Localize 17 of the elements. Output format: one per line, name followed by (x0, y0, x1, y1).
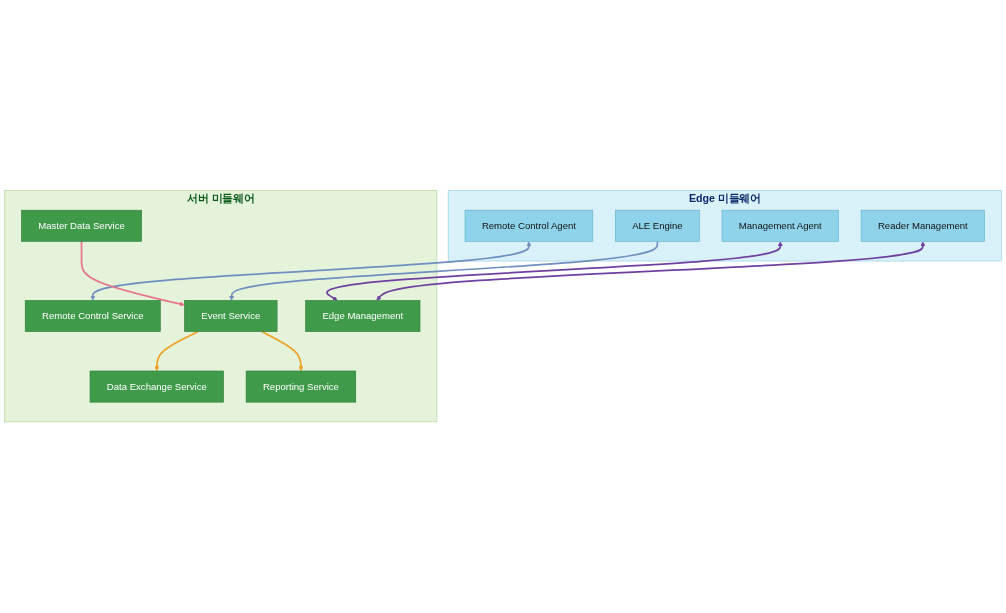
arrow (154, 331, 199, 372)
node-box: Remote Control Service (24, 300, 161, 333)
node-box: Edge Management (305, 300, 421, 333)
arrow (229, 240, 659, 301)
node-box: ALE Engine (615, 210, 700, 242)
arrow (376, 241, 926, 301)
node-box: Management Agent (721, 210, 839, 242)
arrow (80, 240, 185, 307)
node-box: Event Service (184, 300, 278, 333)
node-box: Master Data Service (21, 210, 142, 242)
node-box: Reader Management (860, 210, 985, 242)
arrow (326, 241, 783, 301)
arrow (260, 331, 304, 372)
node-box: Remote Control Agent (464, 210, 594, 242)
node-box: Data Exchange Service (89, 371, 224, 403)
arrow (90, 241, 532, 301)
node-box: Reporting Service (245, 371, 357, 403)
